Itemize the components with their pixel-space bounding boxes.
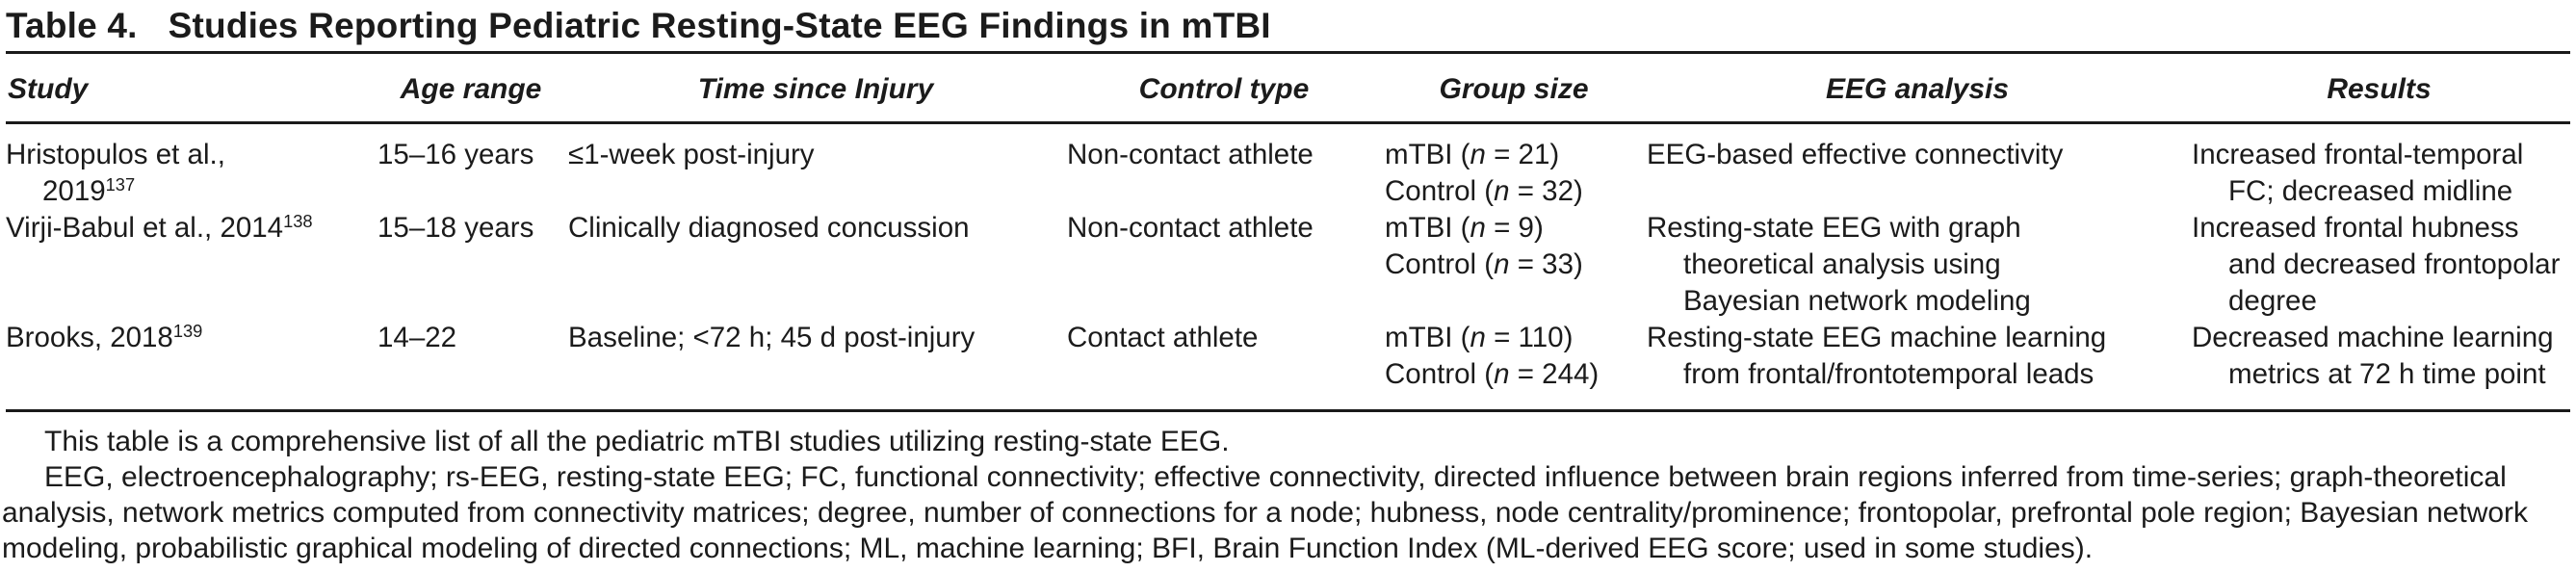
cell-age-range: 15–16 years [377, 139, 534, 170]
cell-age-range: 15–18 years [377, 212, 534, 244]
header-study: Study [6, 52, 377, 124]
header-eeg-analysis: EEG analysis [1647, 52, 2192, 124]
table-row: Brooks, 2018139 14–22 Baseline; <72 h; 45 … [6, 320, 2570, 411]
cell-control-type: Contact athlete [1067, 322, 1259, 353]
table-body: Hristopulos et al.,2019137 15–16 years ≤1-… [6, 123, 2570, 411]
cell-control-type: Non-contact athlete [1067, 212, 1314, 244]
table-number-label: Table 4. [6, 6, 138, 45]
cell-study: Virji-Babul et al., 2014138 [6, 210, 313, 244]
cell-study: Brooks, 2018139 [6, 320, 203, 353]
cell-study: Hristopulos et al.,2019137 [6, 139, 225, 207]
reference-superscript: 138 [283, 210, 313, 231]
cell-time-since-injury: Clinically diagnosed concussion [568, 212, 970, 244]
cell-time-since-injury: Baseline; <72 h; 45 d post-injury [568, 322, 976, 353]
footnote-abbreviations: EEG, electroencephalography; rs-EEG, res… [2, 461, 2529, 564]
cell-group-size: mTBI (n = 9)Control (n = 33) [1385, 212, 1583, 280]
table-row: Hristopulos et al.,2019137 15–16 years ≤1-… [6, 123, 2570, 211]
table-title-text: Studies Reporting Pediatric Resting-Stat… [168, 6, 1271, 45]
table-row: Virji-Babul et al., 2014138 15–18 years Cl… [6, 210, 2570, 320]
cell-control-type: Non-contact athlete [1067, 139, 1314, 170]
cell-age-range: 14–22 [377, 322, 457, 353]
studies-table: Study Age range Time since Injury Contro… [6, 51, 2570, 412]
table-header-row: Study Age range Time since Injury Contro… [6, 52, 2570, 124]
cell-time-since-injury: ≤1-week post-injury [568, 139, 815, 170]
header-results: Results [2192, 52, 2570, 124]
cell-group-size: mTBI (n = 110)Control (n = 244) [1385, 322, 1600, 390]
reference-superscript: 137 [105, 173, 136, 195]
reference-superscript: 139 [172, 320, 203, 341]
table-title: Table 4. Studies Reporting Pediatric Rest… [6, 6, 1271, 46]
header-age-range: Age range [377, 52, 568, 124]
cell-eeg-analysis: EEG-based effective connectivity [1647, 139, 2064, 170]
cell-group-size: mTBI (n = 21)Control (n = 32) [1385, 139, 1583, 207]
header-control-type: Control type [1067, 52, 1385, 124]
table-footnotes: This table is a comprehensive list of al… [2, 424, 2573, 566]
header-group-size: Group size [1385, 52, 1647, 124]
header-time-since-injury: Time since Injury [568, 52, 1067, 124]
footnote-description: This table is a comprehensive list of al… [44, 426, 1230, 457]
